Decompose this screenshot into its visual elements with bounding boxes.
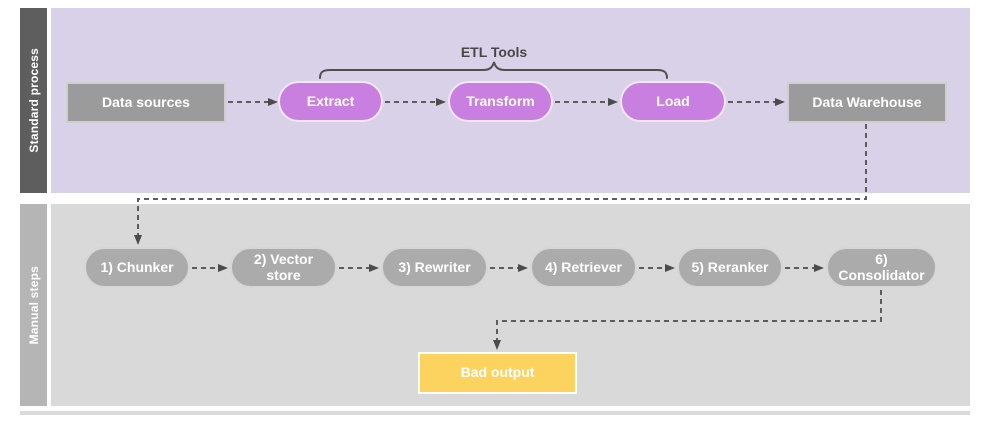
node-reranker: 5) Reranker <box>677 247 783 288</box>
node-bad-output: Bad output <box>418 352 577 394</box>
node-bad-output-label: Bad output <box>460 364 535 381</box>
node-load: Load <box>620 81 726 122</box>
node-retriever: 4) Retriever <box>530 247 637 288</box>
node-transform: Transform <box>448 81 553 122</box>
lane-header-standard-process: Standard process <box>20 8 47 193</box>
lane-label-manual-steps: Manual steps <box>26 265 41 345</box>
node-consolidator: 6) Consolidator <box>826 247 937 288</box>
node-data-warehouse: Data Warehouse <box>787 82 947 123</box>
lane-divider <box>20 411 970 415</box>
node-reranker-label: 5) Reranker <box>691 258 769 275</box>
node-vector-store-label: 2) Vector store <box>253 250 314 283</box>
lane-header-manual-steps: Manual steps <box>20 204 47 406</box>
node-load-label: Load <box>656 92 690 109</box>
node-chunker: 1) Chunker <box>84 247 190 288</box>
node-data-sources-label: Data sources <box>102 93 190 110</box>
node-chunker-label: 1) Chunker <box>100 258 174 275</box>
lane-label-standard-process: Standard process <box>26 48 41 153</box>
node-transform-label: Transform <box>466 92 535 109</box>
node-vector-store: 2) Vector store <box>230 247 337 288</box>
node-rewriter: 3) Rewriter <box>381 247 488 288</box>
node-data-warehouse-label: Data Warehouse <box>812 93 922 110</box>
node-retriever-label: 4) Retriever <box>544 258 623 275</box>
node-extract: Extract <box>278 81 383 122</box>
node-extract-label: Extract <box>306 92 355 109</box>
etl-tools-bracket-label: ETL Tools <box>460 44 528 60</box>
node-data-sources: Data sources <box>66 82 226 123</box>
node-rewriter-label: 3) Rewriter <box>398 258 471 275</box>
node-consolidator-label: 6) Consolidator <box>838 250 925 283</box>
